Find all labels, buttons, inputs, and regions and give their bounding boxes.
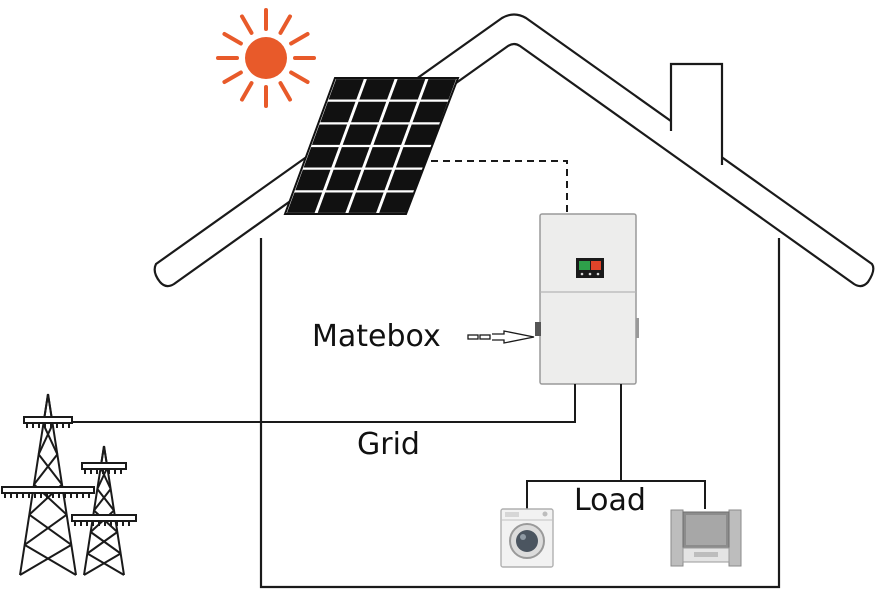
solar-panel-icon <box>283 77 460 215</box>
power-tower-icon <box>71 445 137 576</box>
tv-icon <box>670 509 742 567</box>
house-roof <box>153 13 875 288</box>
washing-machine-icon <box>500 508 554 568</box>
dc-connection <box>431 160 568 214</box>
matebox-label: Matebox <box>312 319 441 354</box>
chimney <box>669 62 724 165</box>
grid-connection <box>40 384 576 423</box>
inverter-icon <box>535 213 639 385</box>
power-tower-icon <box>1 393 95 576</box>
load-label: Load <box>574 483 646 518</box>
sun-icon <box>216 8 316 108</box>
matebox-arrow <box>467 330 535 344</box>
load-connection <box>526 384 706 509</box>
house-walls <box>259 238 781 589</box>
grid-label: Grid <box>357 427 420 462</box>
